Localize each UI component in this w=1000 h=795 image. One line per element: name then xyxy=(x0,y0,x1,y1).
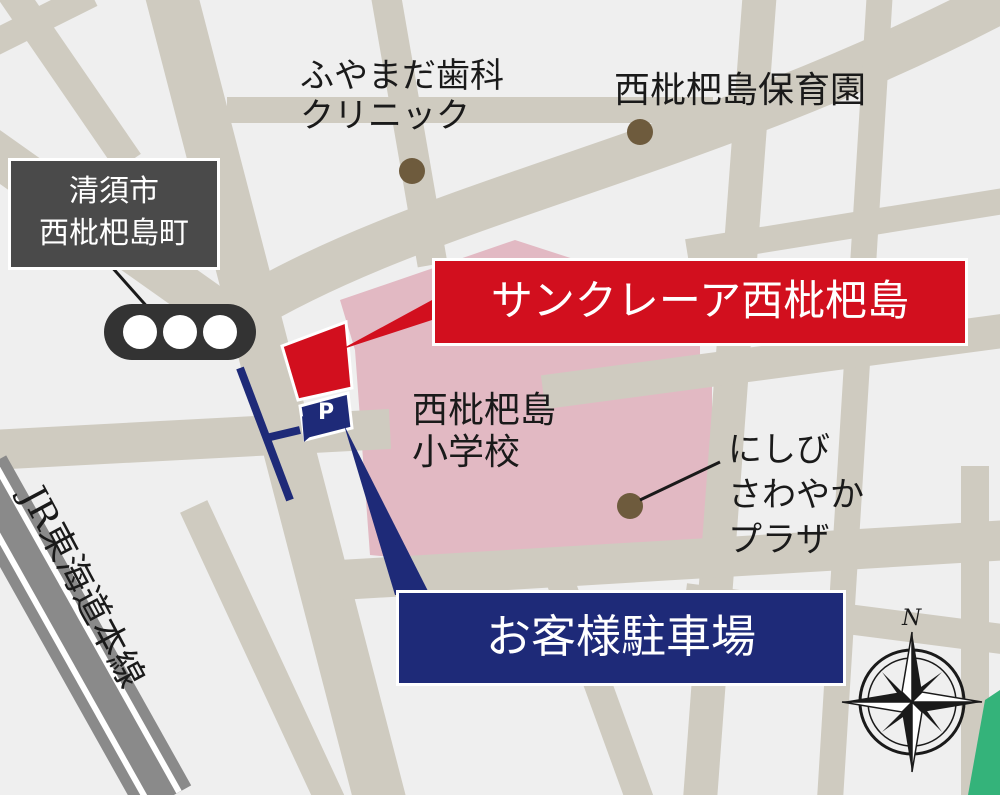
parking-name-text: お客様駐車場 xyxy=(485,610,756,663)
poi-plaza-line3: プラザ xyxy=(728,519,830,560)
compass-north-label: N xyxy=(902,606,922,631)
road-right-horizontal-2 xyxy=(685,188,1000,265)
poi-plaza-line1: にしび xyxy=(728,430,830,470)
poi-school-line1: 西枇杷島 xyxy=(412,390,557,431)
parking-name-label: お客様駐車場 xyxy=(396,590,846,686)
venue-leader xyxy=(340,300,432,350)
parking-leader xyxy=(344,425,430,595)
poi-dot-icon xyxy=(399,158,425,184)
area-label-kiyosu-line2: 西枇杷島町 xyxy=(39,216,189,251)
poi-dental-clinic: ふやまだ歯科 クリニック xyxy=(300,56,504,136)
railway-line xyxy=(0,455,192,795)
traffic-light-icon xyxy=(104,304,256,360)
road-main-vertical xyxy=(145,0,406,795)
arrow-right-icon xyxy=(236,366,320,502)
poi-dental-line2: クリニック xyxy=(300,96,470,137)
green-strip xyxy=(968,690,1000,795)
area-label-kiyosu-line1: 清須市 xyxy=(69,174,159,209)
venue-name-label: サンクレーア西枇杷島 xyxy=(432,258,968,346)
area-label-kiyosu: 清須市 西枇杷島町 xyxy=(8,158,220,270)
poi-dot-icon xyxy=(627,119,653,145)
poi-plaza-line2: さわやか xyxy=(728,474,864,515)
plaza-leader-line xyxy=(639,460,721,502)
signal-leader-line xyxy=(108,264,152,311)
poi-dot-icon xyxy=(617,493,643,519)
road-top-left-2 xyxy=(0,0,98,55)
poi-nursery: 西枇杷島保育園 xyxy=(614,70,867,111)
venue-building xyxy=(280,319,354,402)
compass-rose-icon xyxy=(841,631,983,773)
poi-dental-line1: ふやまだ歯科 xyxy=(300,56,504,96)
road-bottom-horizontal xyxy=(318,520,1000,602)
poi-plaza: にしび さわやか プラザ xyxy=(728,428,864,563)
poi-school: 西枇杷島 小学校 xyxy=(412,390,556,475)
poi-school-line2: 小学校 xyxy=(412,432,521,474)
parking-symbol: P xyxy=(318,400,335,425)
road-bottom-left xyxy=(180,500,345,795)
venue-name-text: サンクレーア西枇杷島 xyxy=(490,276,910,325)
